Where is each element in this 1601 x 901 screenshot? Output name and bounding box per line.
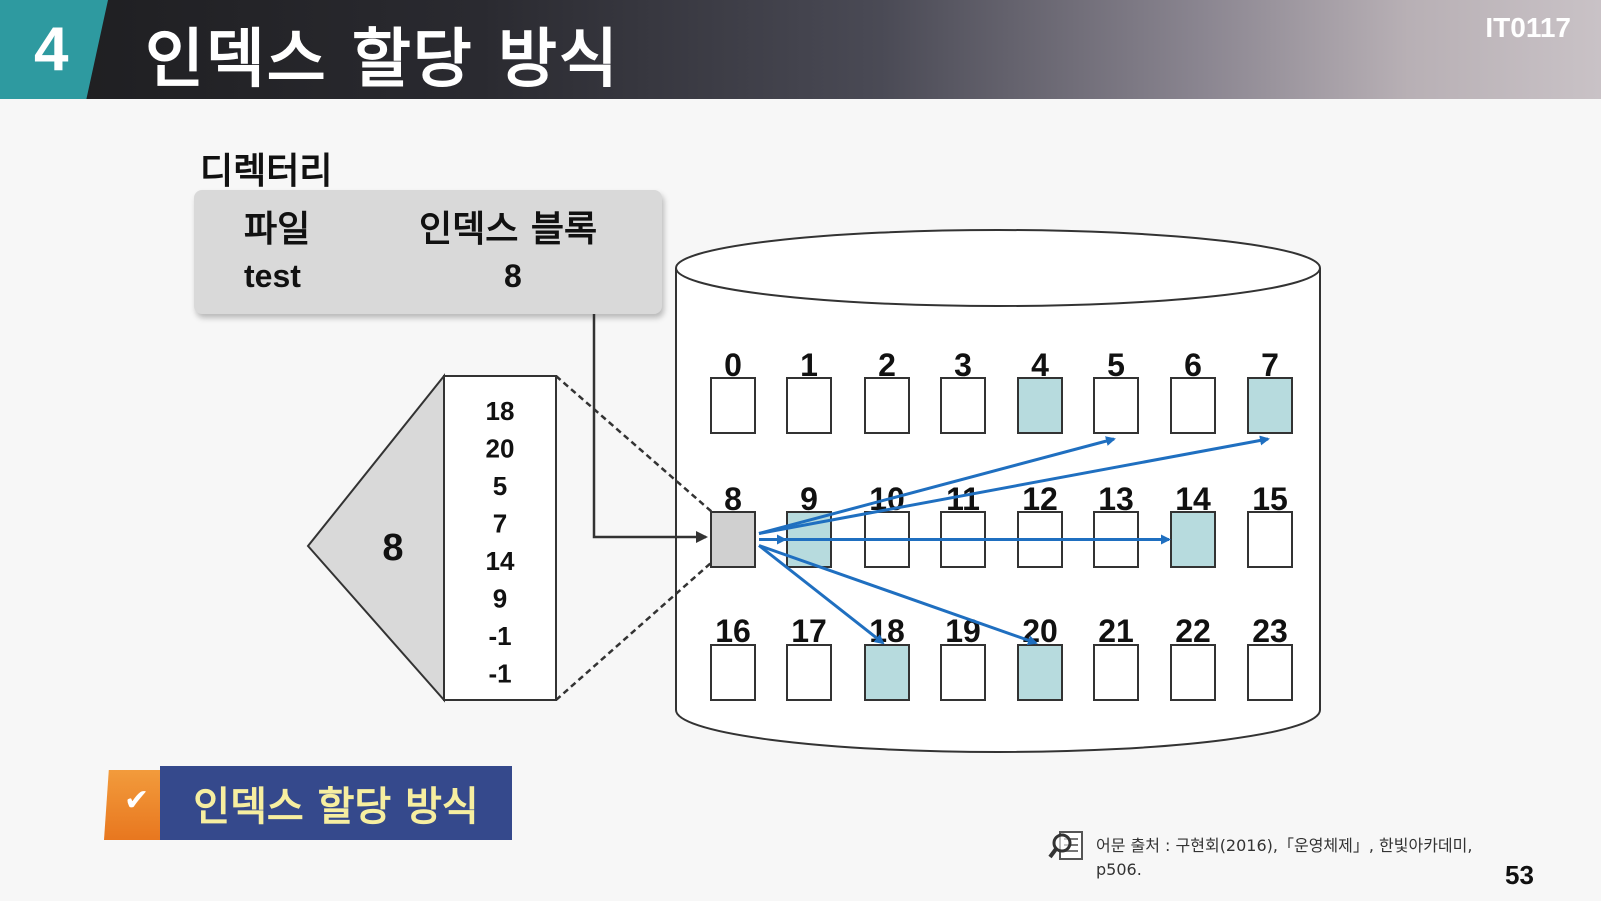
directory-col-index-block: 인덱스 블록 <box>419 209 598 250</box>
disk-block <box>940 644 986 701</box>
source-line-2: p506. <box>1096 860 1142 879</box>
directory-pointer-arrow <box>592 314 708 543</box>
disk-block <box>1170 644 1216 701</box>
disk-block-label: 0 <box>724 347 742 383</box>
directory-label: 디렉터리 <box>200 151 333 192</box>
disk-block <box>786 644 832 701</box>
disk-block-label: 14 <box>1175 481 1211 517</box>
disk-block <box>864 644 910 701</box>
legend-tab <box>104 770 164 840</box>
index-entry: 20 <box>486 434 515 464</box>
index-entry: 14 <box>486 546 515 576</box>
index-entry: 18 <box>486 396 515 426</box>
source-citation: 어문 출처 : 구현회(2016),「운영체제」, 한빛아카데미, p506. <box>1096 834 1526 882</box>
course-code: IT0117 <box>1485 12 1571 43</box>
disk-block <box>1247 511 1293 568</box>
disk-block <box>864 377 910 434</box>
disk-block-label: 16 <box>715 613 751 649</box>
directory-table: 파일 인덱스 블록 test 8 <box>194 190 662 314</box>
index-block-pointer-shape <box>306 373 445 703</box>
disk-block-label: 9 <box>800 481 818 517</box>
index-entry: -1 <box>488 659 511 689</box>
disk-block-label: 20 <box>1022 613 1058 649</box>
disk-block-label: 2 <box>878 347 896 383</box>
disk-block <box>940 377 986 434</box>
disk-block <box>710 511 756 568</box>
disk-block <box>1093 377 1139 434</box>
section-number: 4 <box>0 0 108 99</box>
index-block-entries: 18 20 5 7 14 9 -1 -1 <box>486 396 515 689</box>
disk-block <box>710 377 756 434</box>
disk-cylinder <box>675 229 1321 753</box>
disk-block-label: 19 <box>945 613 981 649</box>
index-dashed-connector-bottom <box>555 561 713 701</box>
pointer-arrow <box>758 435 1270 535</box>
disk-block <box>1093 644 1139 701</box>
disk-block-label: 21 <box>1098 613 1134 649</box>
disk-block-label: 1 <box>800 347 818 383</box>
index-dashed-connector-top <box>555 375 713 513</box>
disk-block-label: 3 <box>954 347 972 383</box>
index-entry: 9 <box>493 584 507 614</box>
disk-block <box>1017 377 1063 434</box>
pointer-arrow <box>758 544 1038 646</box>
page-number: 53 <box>1505 860 1534 890</box>
disk-block <box>1247 377 1293 434</box>
index-block-entries-box <box>443 375 557 701</box>
index-entry: 5 <box>493 471 507 501</box>
disk-block-label: 13 <box>1098 481 1134 517</box>
directory-file-name: test <box>244 258 301 294</box>
disk-block <box>1247 644 1293 701</box>
pointer-arrow <box>758 436 1116 535</box>
page-title: 인덱스 할당 방식 <box>145 23 620 97</box>
disk-block-label: 7 <box>1261 347 1279 383</box>
disk-block-label: 15 <box>1252 481 1288 517</box>
disk-block-label: 23 <box>1252 613 1288 649</box>
disk-block <box>710 644 756 701</box>
directory-col-file: 파일 <box>244 209 311 250</box>
index-entry: 7 <box>493 509 507 539</box>
disk-block-label: 5 <box>1107 347 1125 383</box>
disk-block <box>1170 377 1216 434</box>
disk-block <box>1170 511 1216 568</box>
disk-block-label: 12 <box>1022 481 1058 517</box>
pointer-arrows <box>758 435 1270 646</box>
index-block-number: 8 <box>382 527 403 569</box>
index-entry: -1 <box>488 621 511 651</box>
disk-block <box>786 377 832 434</box>
disk-block <box>1017 644 1063 701</box>
disk-block-label: 18 <box>869 613 905 649</box>
magnifier-document-icon <box>1048 831 1083 860</box>
header-bar <box>0 0 1601 99</box>
check-icon: ✔ <box>124 783 150 818</box>
disk-block-label: 22 <box>1175 613 1211 649</box>
legend-label: 인덱스 할당 방식 <box>160 766 512 840</box>
source-line-1: 어문 출처 : 구현회(2016),「운영체제」, 한빛아카데미, <box>1096 836 1473 855</box>
pointer-arrow <box>758 544 885 645</box>
disk-block-label: 6 <box>1184 347 1202 383</box>
disk-block-label: 8 <box>724 481 742 517</box>
disk-block-label: 17 <box>791 613 827 649</box>
disk-block-label: 4 <box>1031 347 1049 383</box>
directory-index-block-value: 8 <box>504 258 522 294</box>
